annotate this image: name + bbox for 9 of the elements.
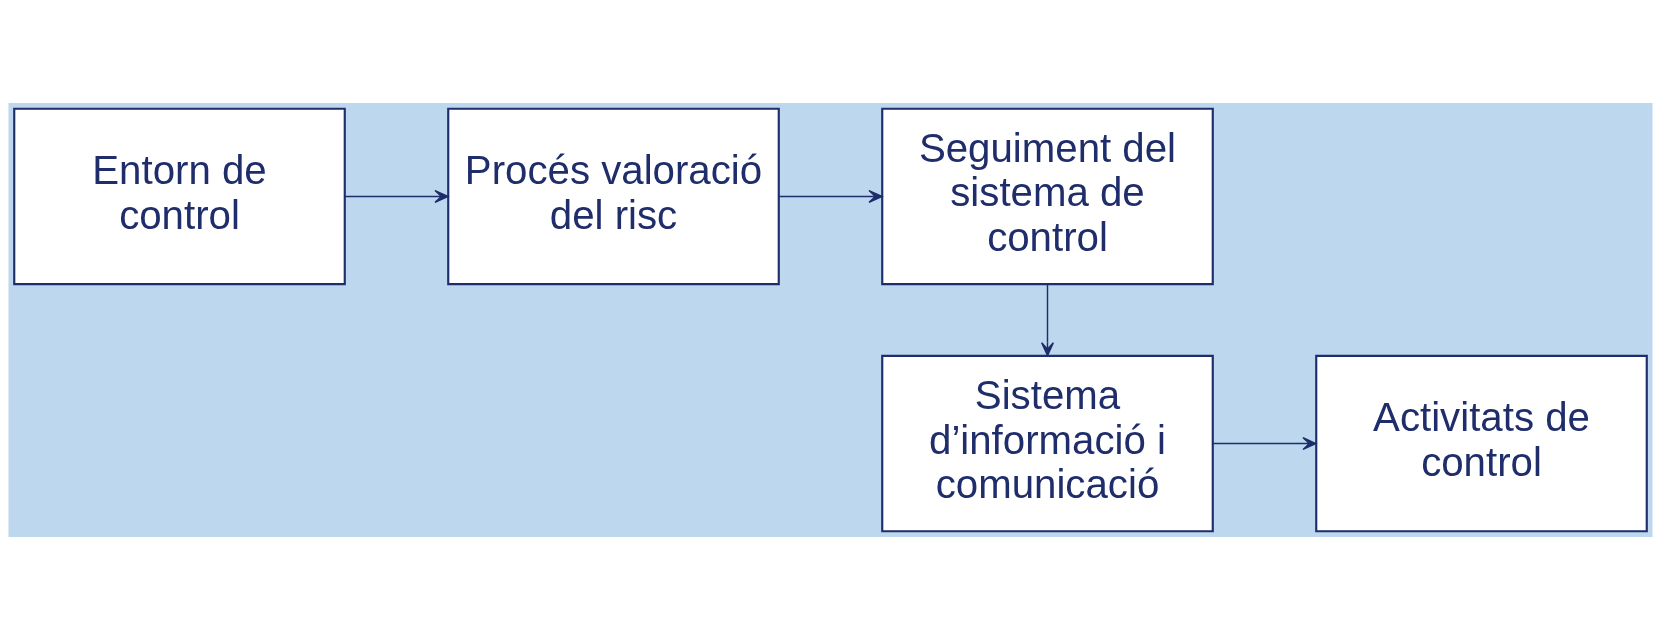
- node-box: Entorn de control: [13, 107, 346, 286]
- arrow: [344, 189, 449, 203]
- node-box: Sistema d’informació i comunicació: [881, 354, 1214, 533]
- arrow: [1212, 437, 1317, 451]
- arrow: [778, 189, 883, 203]
- arrow: [1040, 283, 1055, 357]
- node-box: Seguiment del sistema de control: [881, 107, 1214, 286]
- node-box: Procés valoració del risc: [447, 107, 780, 286]
- node-box: Activitats de control: [1315, 354, 1648, 533]
